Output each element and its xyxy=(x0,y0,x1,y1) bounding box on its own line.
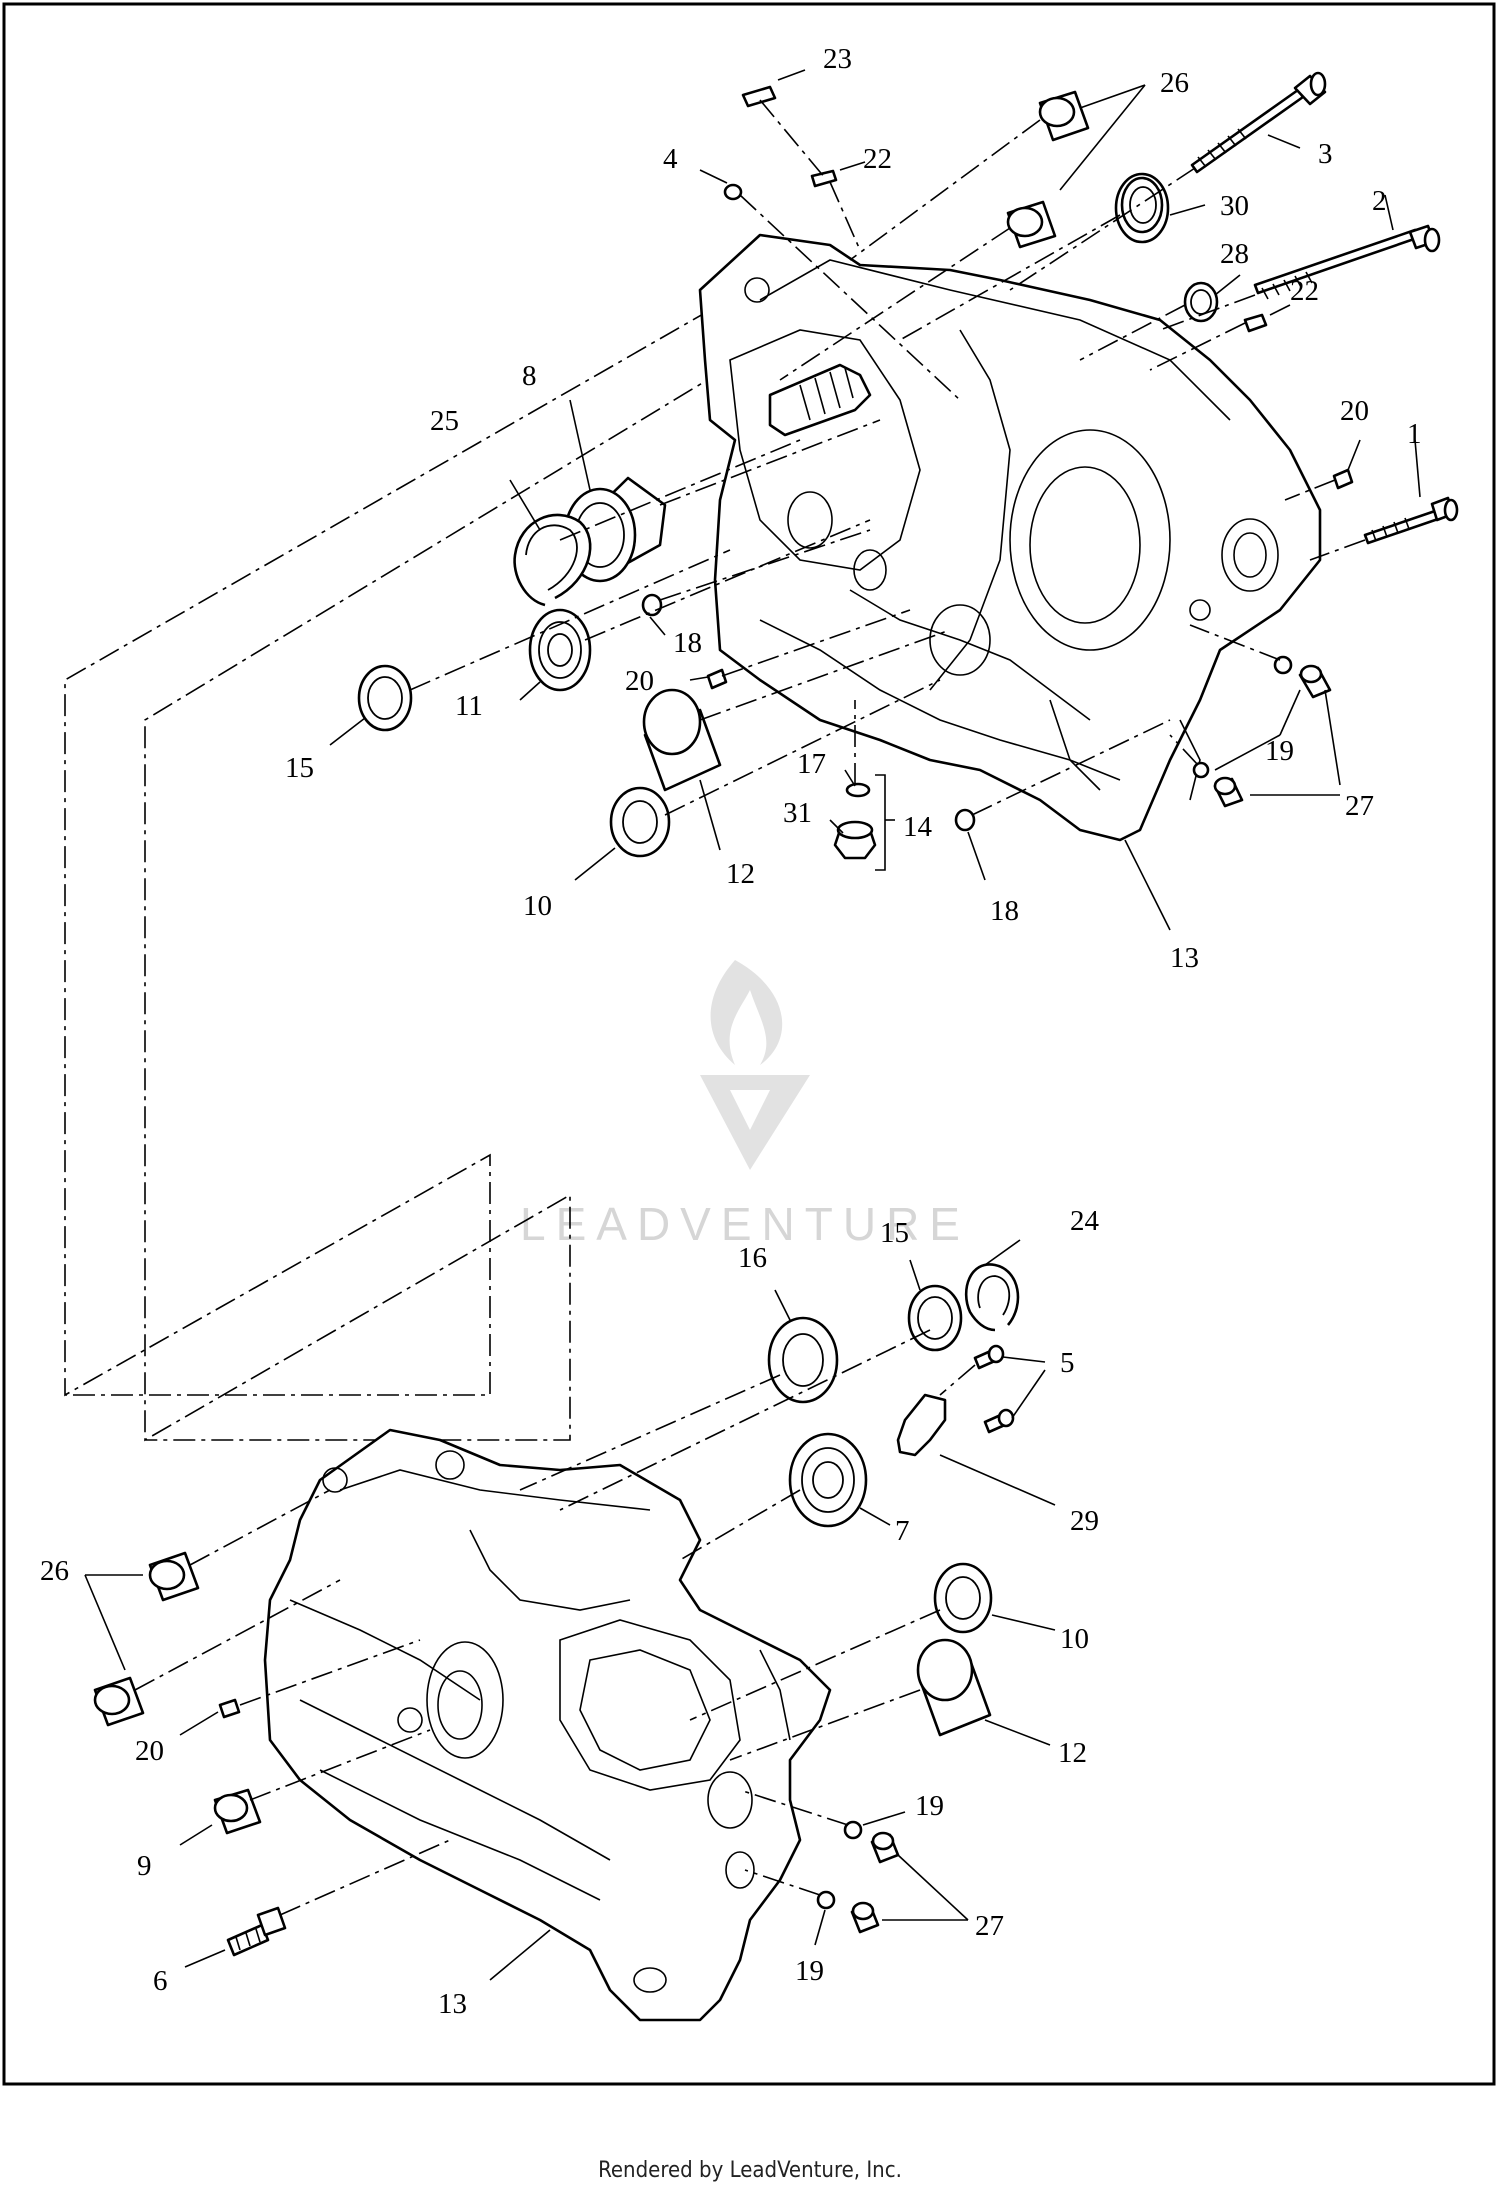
part-10-bearing-lower xyxy=(933,1562,993,1634)
callout-25: 25 xyxy=(430,405,459,437)
callout-7: 7 xyxy=(895,1515,910,1547)
callout-16: 16 xyxy=(738,1242,767,1274)
part-26-dowel-sleeve-top xyxy=(1038,90,1090,142)
part-30-seal xyxy=(1114,172,1170,244)
part-20-dowel-right xyxy=(1332,468,1354,490)
callout-27: 27 xyxy=(1345,790,1374,822)
callout-22: 22 xyxy=(1290,275,1319,307)
part-16-bearing xyxy=(767,1316,839,1404)
part-19-washer-b xyxy=(843,1820,863,1840)
callout-4: 4 xyxy=(663,143,678,175)
part-12-bearing-race xyxy=(642,688,722,792)
part-24-retaining-ring xyxy=(964,1263,1020,1332)
part-27-plug-b xyxy=(870,1831,900,1864)
callout-10: 10 xyxy=(523,890,552,922)
part-3-long-bolt xyxy=(1190,71,1327,174)
part-26-sleeve-lower-b xyxy=(93,1676,145,1727)
part-27-plug-c xyxy=(850,1901,880,1934)
part-7-bearing xyxy=(788,1432,868,1528)
callout-12: 12 xyxy=(726,858,755,890)
part-26-dowel-sleeve-mid xyxy=(1006,200,1057,249)
callout-13: 13 xyxy=(438,1988,467,2020)
callout-22: 22 xyxy=(863,143,892,175)
part-4-plug xyxy=(723,183,743,201)
lower-loose-parts xyxy=(93,1263,1020,1957)
leader-lines xyxy=(84,69,1421,1981)
callout-24: 24 xyxy=(1070,1205,1100,1237)
part-18-o-ring-lower xyxy=(954,808,976,832)
callout-9: 9 xyxy=(137,1850,152,1882)
callout-2: 2 xyxy=(1372,185,1387,217)
part-18-o-ring xyxy=(641,593,663,617)
part-19-washer-c xyxy=(816,1890,836,1910)
part-19-washer xyxy=(1273,655,1293,675)
part-20-dowel-lower xyxy=(218,1698,241,1719)
callout-29: 29 xyxy=(1070,1505,1099,1537)
callout-10: 10 xyxy=(1060,1623,1089,1655)
callout-20: 20 xyxy=(135,1735,164,1767)
upper-loose-parts xyxy=(357,71,1459,860)
part-5-screws xyxy=(973,1344,1015,1434)
part-22-pin-right xyxy=(1243,313,1268,333)
assembly-lines xyxy=(134,99,1366,1916)
part-26-sleeve-lower-a xyxy=(148,1551,200,1602)
part-12-race-lower xyxy=(916,1638,992,1737)
callout-5: 5 xyxy=(1060,1347,1075,1379)
flame-v-logo-icon xyxy=(700,960,810,1170)
callout-26: 26 xyxy=(1160,67,1189,99)
part-10-bearing xyxy=(609,786,671,858)
part-11-bearing xyxy=(528,608,592,692)
callout-30: 30 xyxy=(1220,190,1249,222)
diagram-frame xyxy=(2,2,1496,2086)
callout-17: 17 xyxy=(797,748,826,780)
callout-3: 3 xyxy=(1318,138,1333,170)
callout-19: 19 xyxy=(795,1955,824,1987)
callout-6: 6 xyxy=(153,1965,168,1997)
callout-26: 26 xyxy=(40,1555,69,1587)
watermark: LEADVENTURE xyxy=(520,960,970,1250)
part-19-washer-lower xyxy=(1192,761,1210,779)
callout-18: 18 xyxy=(673,627,702,659)
callout-31: 31 xyxy=(783,797,812,829)
part-27-plug xyxy=(1298,664,1332,699)
callout-18: 18 xyxy=(990,895,1019,927)
callout-19: 19 xyxy=(1265,735,1294,767)
part-25-retaining-ring xyxy=(513,513,592,607)
callout-20: 20 xyxy=(1340,395,1369,427)
part-15-seal-lower xyxy=(907,1284,963,1352)
callout-23: 23 xyxy=(823,43,852,75)
callout-numbers: 23 22 4 26 3 30 2 28 22 8 25 20 1 18 20 … xyxy=(40,43,1422,2020)
callout-28: 28 xyxy=(1220,238,1249,270)
part-27-plug-lower xyxy=(1213,776,1244,808)
callout-15: 15 xyxy=(880,1217,909,1249)
footer-credit: Rendered by LeadVenture, Inc. xyxy=(598,2158,902,2183)
lower-crankcase-half xyxy=(263,1428,832,2022)
part-31-drain-plug xyxy=(833,820,877,860)
callout-12: 12 xyxy=(1058,1737,1087,1769)
part-29-bracket xyxy=(896,1393,947,1457)
callout-19: 19 xyxy=(915,1790,944,1822)
callout-27: 27 xyxy=(975,1910,1004,1942)
part-23-dowel xyxy=(741,85,777,108)
part-22-pin xyxy=(810,169,838,188)
callout-14: 14 xyxy=(903,811,933,843)
upper-crankcase-half xyxy=(698,233,1322,842)
alignment-dash-lines xyxy=(64,289,791,1442)
callout-1: 1 xyxy=(1407,418,1422,450)
part-2-long-bolt xyxy=(1253,224,1441,300)
callout-8: 8 xyxy=(522,360,537,392)
part-1-bolt xyxy=(1363,496,1459,545)
part-15-seal xyxy=(357,664,413,732)
part-6-bolt xyxy=(226,1906,287,1957)
callout-15: 15 xyxy=(285,752,314,784)
part-17-o-ring xyxy=(845,782,871,798)
part-9-sleeve xyxy=(213,1788,262,1835)
callout-11: 11 xyxy=(455,690,483,722)
callout-20: 20 xyxy=(625,665,654,697)
callout-13: 13 xyxy=(1170,942,1199,974)
part-20-dowel xyxy=(706,668,728,690)
watermark-text: LEADVENTURE xyxy=(520,1198,970,1250)
